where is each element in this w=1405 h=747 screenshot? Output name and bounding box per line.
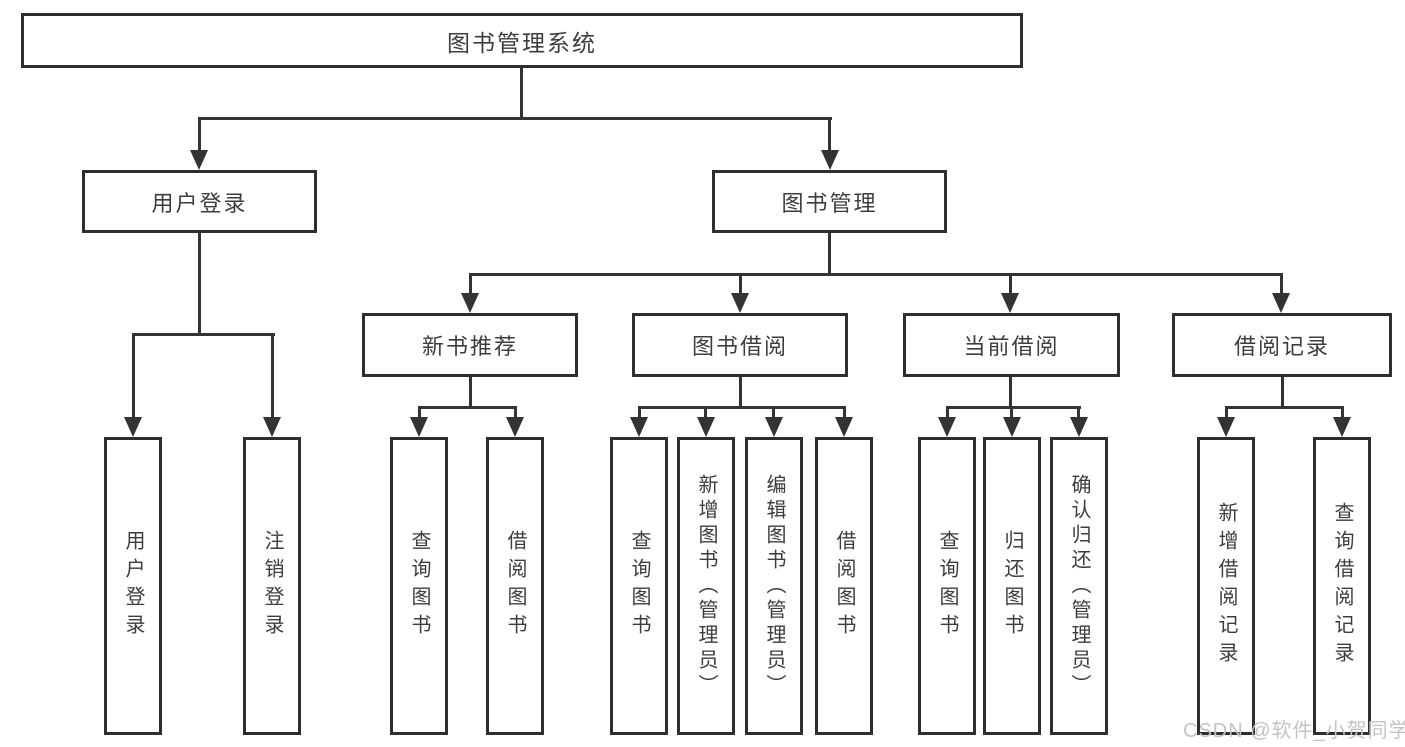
node-leaf-bb-edit-books: 编辑图书（管理员）	[745, 437, 803, 735]
node-label: 查询借阅记录	[1331, 502, 1353, 670]
csdn-watermark: CSDN @软件_小贺同学	[1183, 720, 1405, 742]
arrow-down-icon	[821, 150, 839, 170]
connector-line	[271, 333, 274, 420]
arrow-down-icon	[190, 150, 208, 170]
connector-line	[1009, 273, 1012, 296]
connector-line	[1009, 377, 1012, 409]
connector-line	[638, 406, 641, 421]
arrow-down-icon	[263, 417, 281, 437]
node-label: 借阅记录	[1233, 334, 1330, 359]
arrow-down-icon	[124, 417, 142, 437]
connector-line	[1281, 377, 1284, 409]
connector-line	[469, 273, 1283, 276]
node-label: 用户登录	[122, 530, 144, 642]
node-label: 用户登录	[151, 190, 248, 216]
arrow-down-icon	[1003, 417, 1021, 437]
connector-line	[946, 406, 949, 421]
arrow-down-icon	[1272, 293, 1290, 313]
node-leaf-bb-borrow-books: 借阅图书	[815, 437, 873, 735]
node-label: 查询图书	[628, 530, 650, 642]
connector-line	[418, 406, 421, 421]
arrow-down-icon	[461, 293, 479, 313]
node-new-book-recommend: 新书推荐	[362, 313, 578, 377]
node-leaf-bb-add-books: 新增图书（管理员）	[677, 437, 735, 735]
node-label: 编辑图书（管理员）	[763, 473, 785, 699]
node-leaf-user-login: 用户登录	[104, 437, 162, 735]
node-book-borrow: 图书借阅	[632, 313, 848, 377]
node-label: 图书管理系统	[447, 29, 597, 56]
arrow-down-icon	[697, 417, 715, 437]
connector-line	[739, 273, 742, 296]
node-label: 新书推荐	[421, 334, 518, 359]
arrow-down-icon	[1333, 417, 1351, 437]
node-leaf-br-add-record: 新增借阅记录	[1197, 437, 1255, 735]
connector-line	[1225, 406, 1344, 409]
arrow-down-icon	[1001, 293, 1019, 313]
node-borrow-records: 借阅记录	[1172, 313, 1392, 377]
connector-line	[704, 406, 707, 421]
connector-line	[469, 377, 472, 409]
node-label: 图书管理	[781, 190, 878, 216]
node-leaf-nbr-query-books: 查询图书	[390, 437, 448, 735]
connector-line	[1225, 406, 1228, 421]
node-label: 借阅图书	[504, 530, 526, 642]
node-leaf-nbr-borrow-books: 借阅图书	[486, 437, 544, 735]
arrow-down-icon	[1217, 417, 1235, 437]
connector-line	[1341, 406, 1344, 421]
connector-line	[1010, 406, 1013, 421]
connector-line	[198, 117, 201, 153]
connector-line	[132, 333, 135, 420]
connector-line	[132, 333, 275, 336]
connector-line	[739, 377, 742, 409]
node-label: 查询图书	[936, 530, 958, 642]
node-library-management-system: 图书管理系统	[21, 13, 1023, 68]
arrow-down-icon	[938, 417, 956, 437]
node-leaf-br-query-record: 查询借阅记录	[1313, 437, 1371, 735]
node-label: 新增借阅记录	[1215, 502, 1237, 670]
connector-line	[828, 117, 831, 153]
connector-line	[1280, 273, 1283, 296]
connector-line	[514, 406, 517, 421]
arrow-down-icon	[630, 417, 648, 437]
connector-line	[198, 117, 832, 120]
arrow-down-icon	[765, 417, 783, 437]
arrow-down-icon	[731, 293, 749, 313]
node-label: 图书借阅	[691, 334, 788, 359]
node-label: 归还图书	[1001, 530, 1023, 642]
node-leaf-bb-query-books: 查询图书	[610, 437, 668, 735]
node-label: 借阅图书	[833, 530, 855, 642]
node-leaf-cb-query-books: 查询图书	[918, 437, 976, 735]
connector-line	[469, 273, 472, 296]
node-label: 确认归还（管理员）	[1068, 473, 1090, 699]
node-label: 查询图书	[408, 530, 430, 642]
node-leaf-logout: 注销登录	[243, 437, 301, 735]
node-leaf-cb-return-books: 归还图书	[983, 437, 1041, 735]
connector-line	[520, 68, 523, 118]
connector-line	[638, 406, 846, 409]
connector-line	[828, 233, 831, 276]
node-label: 当前借阅	[963, 334, 1060, 359]
node-current-borrow: 当前借阅	[903, 313, 1120, 377]
connector-line	[198, 233, 201, 336]
connector-line	[772, 406, 775, 421]
arrow-down-icon	[506, 417, 524, 437]
node-label: 新增图书（管理员）	[695, 473, 717, 699]
connector-line	[1077, 406, 1080, 421]
connector-line	[418, 406, 517, 409]
connector-line	[843, 406, 846, 421]
node-label: 注销登录	[261, 530, 283, 642]
node-leaf-cb-confirm-return: 确认归还（管理员）	[1050, 437, 1108, 735]
node-book-management: 图书管理	[712, 170, 947, 233]
arrow-down-icon	[835, 417, 853, 437]
node-user-login: 用户登录	[82, 170, 317, 233]
arrow-down-icon	[1070, 417, 1088, 437]
connector-line	[946, 406, 1081, 409]
arrow-down-icon	[410, 417, 428, 437]
